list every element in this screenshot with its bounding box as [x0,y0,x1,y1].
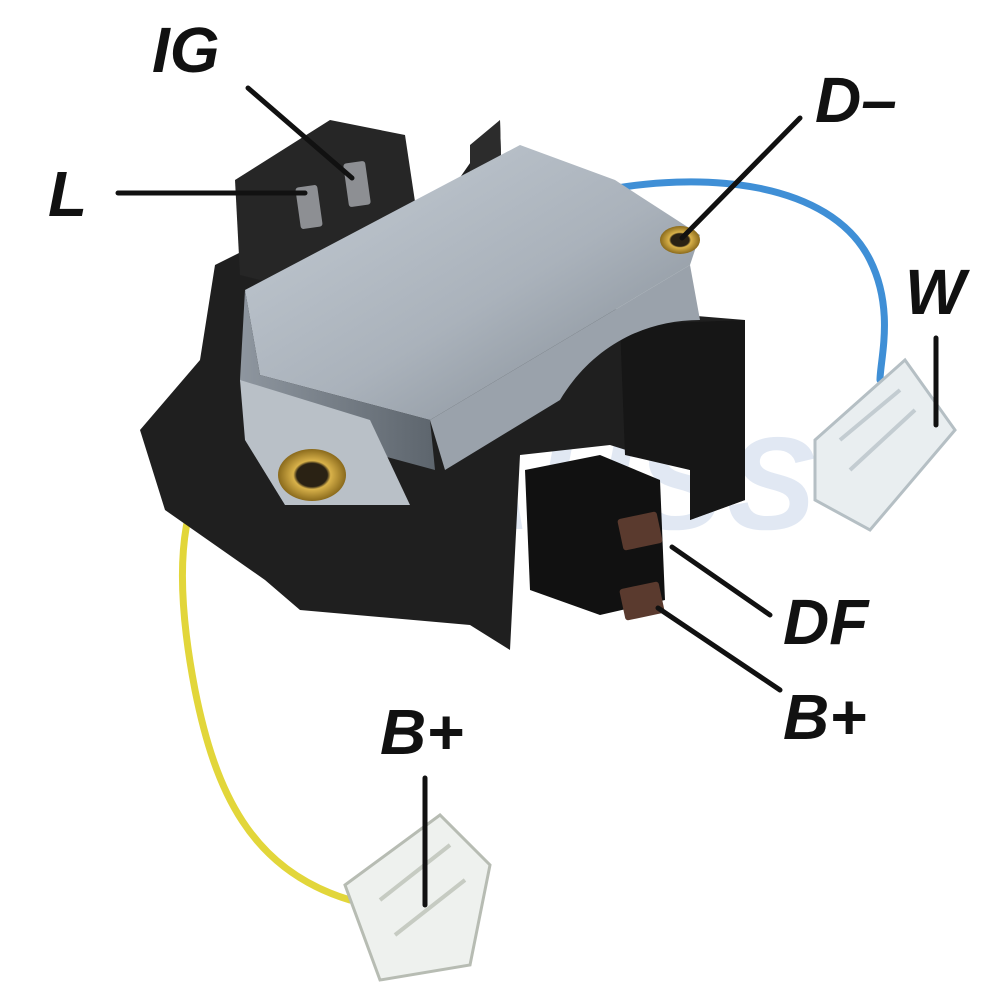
terminal-ig [343,161,371,207]
metal-cover-arch [430,265,700,470]
w-connector [813,357,957,532]
brush-b-plus [619,581,665,621]
metal-cover-top [245,145,700,420]
blue-wire [591,178,888,384]
label-b-plus-right: B+ [783,681,867,753]
label-d-minus: D– [815,64,897,136]
label-w: W [905,256,966,328]
terminal-l [295,185,323,229]
b-plus-connector [343,813,492,982]
label-l: L [48,158,88,230]
leader-b-plus-right [655,605,783,693]
label-ig: IG [152,14,220,86]
eyelet-left [278,449,346,501]
label-df: DF [783,586,869,658]
brush-df [617,511,663,551]
leader-df [669,544,773,618]
eyelet-d-minus [660,226,700,254]
housing-side [620,320,745,520]
leader-ig [245,85,355,181]
leader-d-minus [679,115,803,241]
label-b-plus-bottom: B+ [380,696,464,768]
brush-holder [525,455,665,615]
